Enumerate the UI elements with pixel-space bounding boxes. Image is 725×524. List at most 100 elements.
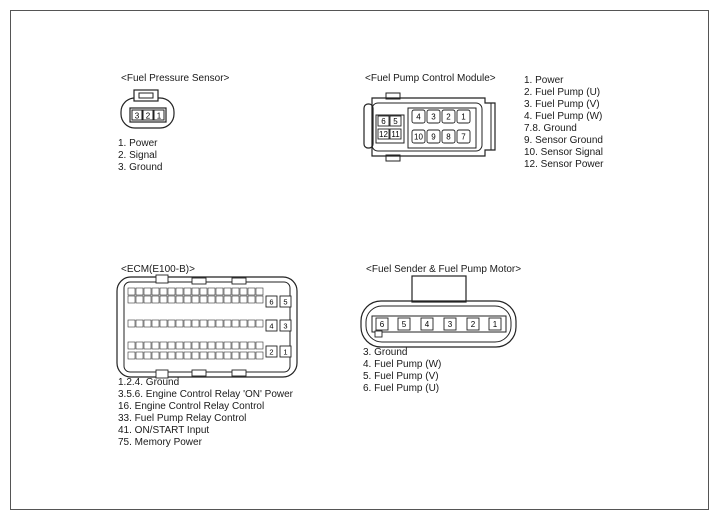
ecm-pin-cell — [167, 287, 176, 296]
svg-text:4: 4 — [425, 320, 430, 329]
ecm-pin-cell — [231, 287, 240, 296]
ecm-pin-cell — [191, 341, 200, 350]
ecm-pin-cell — [239, 351, 248, 360]
svg-text:6: 6 — [269, 298, 273, 307]
ecm-connector: 6 5 4 3 2 1 — [116, 274, 298, 379]
ecm-pin-cell — [215, 319, 224, 328]
svg-text:5: 5 — [402, 320, 407, 329]
ecm-legend-6: 75. Memory Power — [118, 437, 202, 448]
ecm-pin-cell — [199, 351, 208, 360]
svg-text:2: 2 — [146, 112, 151, 121]
fsfpm-connector: 6 5 4 3 2 1 — [360, 275, 517, 348]
ecm-pin-cell — [175, 351, 184, 360]
ecm-pin-cell — [239, 295, 248, 304]
ecm-pin-cell — [247, 341, 256, 350]
ecm-pin-cell — [127, 287, 136, 296]
ecm-pin-cell — [223, 287, 232, 296]
fpcm-pin-5: 5 — [389, 115, 402, 127]
fps-legend-1: 1. Power — [118, 138, 158, 149]
ecm-pin-cell — [199, 295, 208, 304]
fsfpm-legend-1: 3. Ground — [363, 347, 408, 358]
fpcm-legend-3: 3. Fuel Pump (V) — [524, 99, 600, 110]
fpcm-title: <Fuel Pump Control Module> — [365, 73, 496, 84]
ecm-pin-cell — [143, 341, 152, 350]
ecm-legend-3: 16. Engine Control Relay Control — [118, 401, 265, 412]
fsfpm-legend-2: 4. Fuel Pump (W) — [363, 359, 442, 370]
ecm-pin-cell — [143, 287, 152, 296]
fpcm-pin-4: 4 — [411, 109, 426, 124]
fsfpm-title: <Fuel Sender & Fuel Pump Motor> — [366, 264, 522, 275]
svg-text:8: 8 — [446, 133, 451, 142]
ecm-pin-cell — [135, 295, 144, 304]
ecm-pin-cell — [183, 341, 192, 350]
ecm-pin-cell — [223, 351, 232, 360]
svg-text:6: 6 — [381, 117, 386, 126]
fpcm-pin-8: 8 — [441, 129, 456, 144]
ecm-pin-cell — [143, 319, 152, 328]
ecm-pin-cell — [207, 319, 216, 328]
ecm-title: <ECM(E100-B)> — [121, 264, 195, 275]
ecm-pin-grid — [127, 287, 264, 360]
svg-text:11: 11 — [391, 130, 400, 139]
fpcm-legend-8: 12. Sensor Power — [524, 159, 604, 170]
ecm-pin-cell — [135, 351, 144, 360]
ecm-pin-cell — [183, 319, 192, 328]
ecm-pin-cell — [167, 295, 176, 304]
svg-text:4: 4 — [269, 322, 273, 331]
ecm-pin-5: 5 — [279, 295, 292, 308]
ecm-pin-cell — [159, 341, 168, 350]
fps-pin-1: 1 — [153, 109, 165, 121]
svg-text:7: 7 — [461, 133, 466, 142]
ecm-pin-cell — [215, 295, 224, 304]
ecm-pin-cell — [255, 341, 264, 350]
fpcm-pin-9: 9 — [426, 129, 441, 144]
svg-text:2: 2 — [446, 113, 451, 122]
ecm-pin-cell — [127, 319, 136, 328]
svg-text:2: 2 — [471, 320, 476, 329]
svg-text:1: 1 — [157, 112, 162, 121]
ecm-pin-cell — [223, 319, 232, 328]
fsfpm-pin-4: 4 — [420, 317, 434, 331]
svg-text:3: 3 — [135, 112, 140, 121]
ecm-pin-cell — [183, 287, 192, 296]
ecm-pin-cell — [127, 341, 136, 350]
ecm-pin-cell — [255, 351, 264, 360]
ecm-pin-cell — [191, 351, 200, 360]
ecm-pin-cell — [231, 295, 240, 304]
ecm-pin-cell — [239, 319, 248, 328]
ecm-pin-cell — [191, 319, 200, 328]
ecm-legend-5: 41. ON/START Input — [118, 425, 210, 436]
fpcm-legend-5: 7.8. Ground — [524, 123, 577, 134]
fsfpm-pin-1: 1 — [488, 317, 502, 331]
fsfpm-pin-5: 5 — [397, 317, 411, 331]
fpcm-pin-7: 7 — [456, 129, 471, 144]
svg-text:1: 1 — [493, 320, 498, 329]
ecm-pin-cell — [207, 295, 216, 304]
fps-pin-2: 2 — [142, 109, 154, 121]
ecm-pin-cell — [167, 341, 176, 350]
ecm-pin-cell — [199, 319, 208, 328]
ecm-pin-cell — [199, 287, 208, 296]
ecm-pin-cell — [215, 287, 224, 296]
fpcm-pin-6: 6 — [377, 115, 390, 127]
ecm-pin-cell — [191, 287, 200, 296]
svg-text:4: 4 — [416, 113, 421, 122]
ecm-pin-cell — [215, 341, 224, 350]
ecm-pin-cell — [143, 295, 152, 304]
ecm-pin-cell — [135, 341, 144, 350]
ecm-pin-cell — [191, 295, 200, 304]
svg-text:1: 1 — [461, 113, 466, 122]
ecm-pin-cell — [247, 319, 256, 328]
ecm-pin-cell — [183, 295, 192, 304]
fpcm-pin-12: 12 — [377, 128, 390, 140]
ecm-pin-cell — [247, 295, 256, 304]
ecm-pin-cell — [247, 351, 256, 360]
ecm-pin-cell — [127, 351, 136, 360]
ecm-pin-cell — [175, 341, 184, 350]
ecm-pin-cell — [183, 351, 192, 360]
diagram-frame — [10, 10, 709, 510]
ecm-pin-cell — [151, 319, 160, 328]
ecm-pin-cell — [255, 287, 264, 296]
ecm-pin-2: 2 — [265, 345, 278, 358]
ecm-pin-cell — [143, 351, 152, 360]
